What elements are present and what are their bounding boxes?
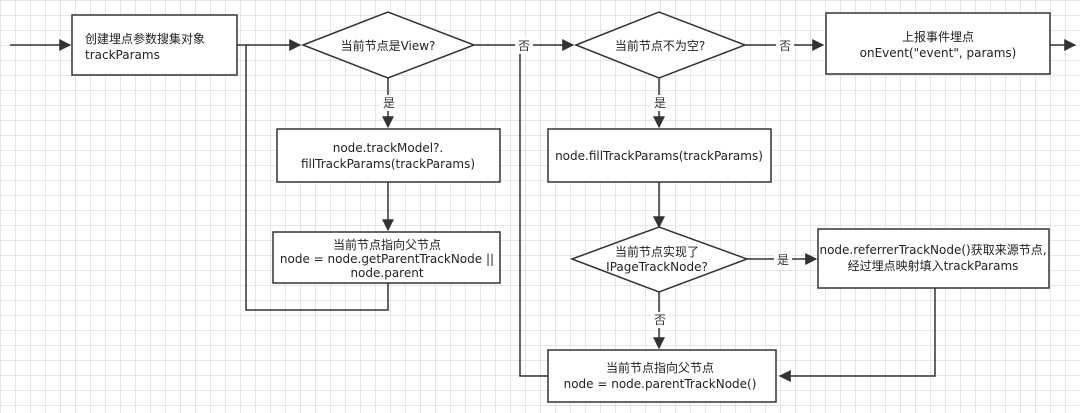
decision-is-view: 当前节点是View? <box>300 11 477 79</box>
label-notempty-no: 否 <box>779 39 791 53</box>
label-notempty-yes: 是 <box>654 96 666 110</box>
node-fill-node-text: node.fillTrackParams(trackParams) <box>555 149 763 163</box>
node-create-params: 创建埋点参数搜集对象 trackParams <box>71 14 238 76</box>
decision-not-empty: 当前节点不为空? <box>573 11 748 79</box>
node-to-parent-2-line-2: node = node.parentTrackNode() <box>564 377 757 391</box>
node-create-params-line-2: trackParams <box>85 48 160 62</box>
node-to-parent-1-line-3: node.parent <box>350 266 423 280</box>
node-to-parent-2: 当前节点指向父节点 node = node.parentTrackNode() <box>547 349 777 403</box>
node-referrer-line-1: node.referrerTrackNode()获取来源节点, <box>819 243 1046 257</box>
edge-loop-back-1 <box>245 45 389 311</box>
node-fill-track-model: node.trackModel?. fillTrackParams(trackP… <box>276 128 501 183</box>
decision-implements-page-line-1: 当前节点实现了 <box>615 244 699 259</box>
label-isview-no: 否 <box>518 39 530 53</box>
label-isview-yes: 是 <box>383 96 395 110</box>
node-to-parent-1: 当前节点指向父节点 node = node.getParentTrackNode… <box>272 231 501 284</box>
node-to-parent-2-line-1: 当前节点指向父节点 <box>606 360 714 375</box>
node-report-line-2: onEvent("event", params) <box>860 46 1017 60</box>
decision-implements-page-line-2: IPageTrackNode? <box>606 260 708 274</box>
decision-implements-page: 当前节点实现了 IPageTrackNode? <box>569 226 750 293</box>
edge-loop-back-2 <box>519 45 548 377</box>
connectors <box>10 39 1077 382</box>
node-referrer-line-2: 经过埋点映射填入trackParams <box>848 258 1019 273</box>
decision-not-empty-text: 当前节点不为空? <box>615 38 705 53</box>
edge-referrer-to-parent <box>778 288 936 382</box>
node-fill-node: node.fillTrackParams(trackParams) <box>547 128 772 183</box>
node-fill-track-model-line-1: node.trackModel?. <box>333 141 444 155</box>
label-implements-yes: 是 <box>777 253 789 267</box>
node-create-params-line-1: 创建埋点参数搜集对象 <box>85 31 205 46</box>
node-to-parent-1-line-2: node = node.getParentTrackNode || <box>280 252 494 266</box>
node-report-line-1: 上报事件埋点 <box>902 29 974 44</box>
node-to-parent-1-line-1: 当前节点指向父节点 <box>333 237 441 252</box>
edge-labels: 否 否 是 是 是 否 <box>380 38 794 328</box>
label-implements-no: 否 <box>654 313 666 327</box>
node-report: 上报事件埋点 onEvent("event", params) <box>825 12 1051 75</box>
node-referrer: node.referrerTrackNode()获取来源节点, 经过埋点映射填入… <box>817 228 1050 289</box>
decision-is-view-text: 当前节点是View? <box>341 38 436 53</box>
node-fill-track-model-line-2: fillTrackParams(trackParams) <box>301 157 475 171</box>
